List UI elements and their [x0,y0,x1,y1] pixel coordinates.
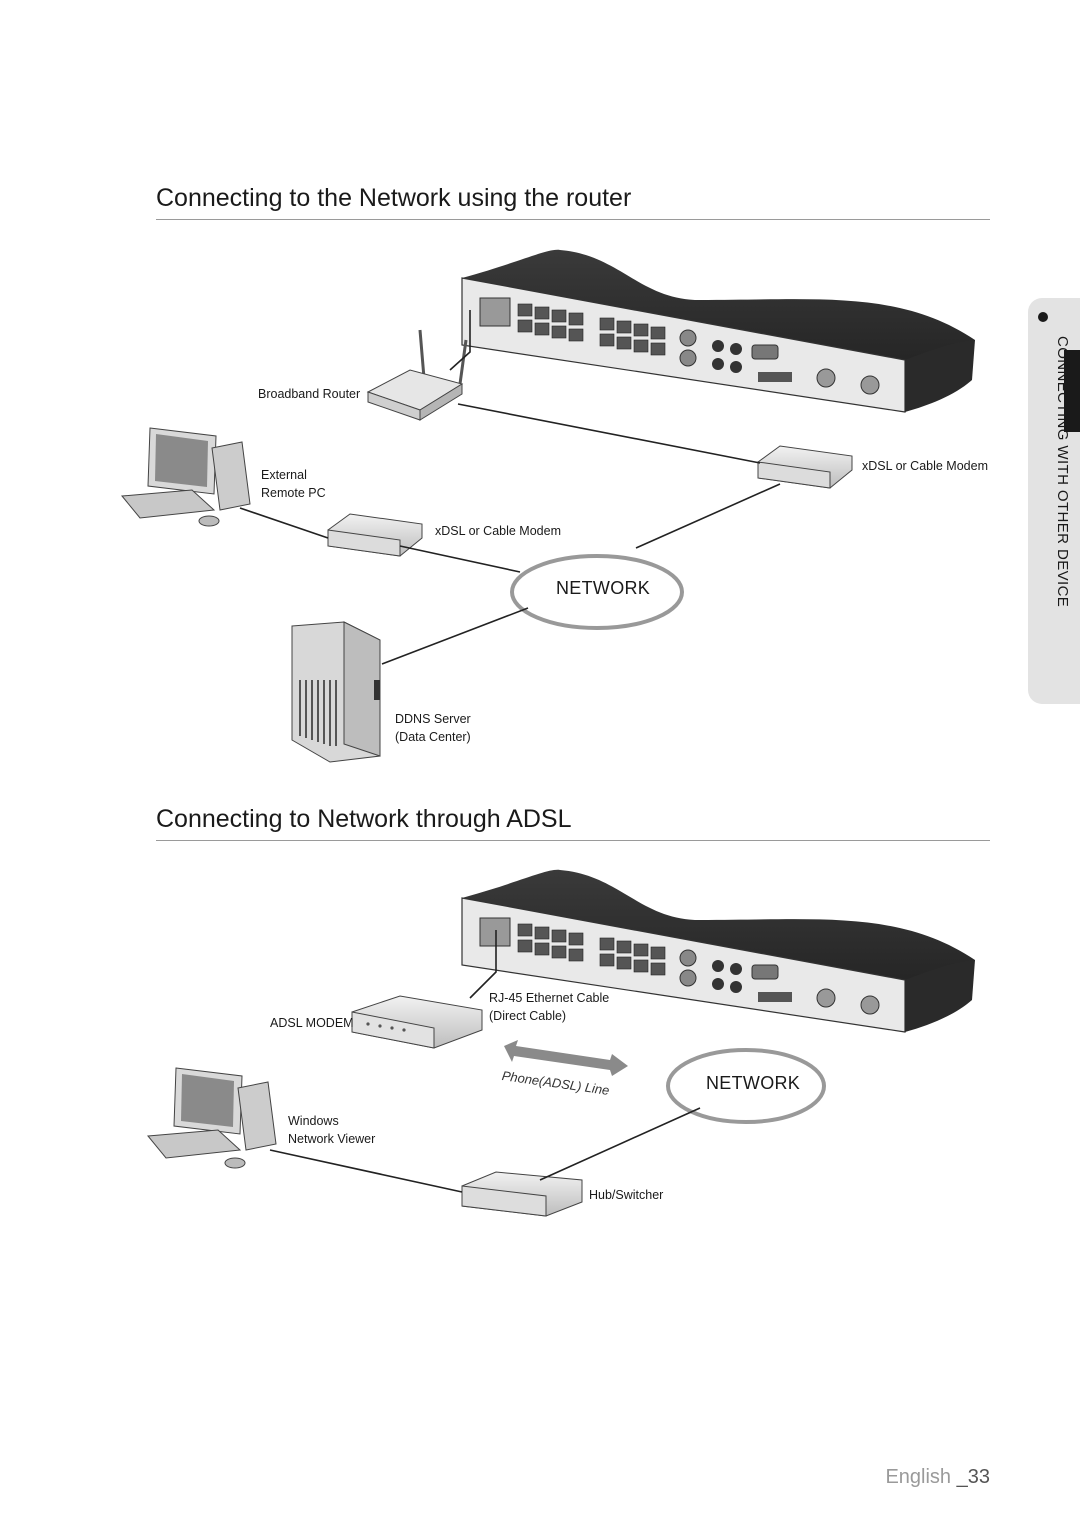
network-label: NETWORK [556,578,651,598]
ddns-label-line1: DDNS Server [395,712,471,726]
external-pc-icon [121,427,251,527]
network-cloud-2 [666,1048,826,1124]
broadband-router-label: Broadband Router [258,387,361,401]
page-number: _33 [956,1466,990,1488]
viewer-label-line1: Windows [288,1114,339,1128]
modem-right-label: xDSL or Cable Modem [862,459,988,473]
dvr-rear-panel [461,249,975,413]
diagram2-connections [269,930,701,1193]
cable-label-line2: (Direct Cable) [489,1009,567,1023]
network-cloud [510,554,684,630]
page-footer: English _33 [885,1466,990,1489]
phone-line-arrow-icon [504,1040,628,1076]
hub-switcher-icon [461,1171,583,1217]
bullet-icon [1038,312,1048,322]
ddns-label-line2: (Data Center) [395,730,471,744]
footer-language: English [885,1466,952,1488]
chapter-tab-marker [1064,350,1080,432]
section-title-adsl: Connecting to Network through ADSL [156,805,990,841]
adsl-modem-icon [351,995,483,1049]
diagram1-connections [239,310,781,665]
external-pc-label-line2: Remote PC [261,486,326,500]
modem-left-label: xDSL or Cable Modem [435,524,561,538]
network-label-2: NETWORK [706,1073,801,1093]
cable-label-line1: RJ-45 Ethernet Cable [489,991,610,1005]
broadband-router-icon [366,329,468,421]
chapter-tab-label: CONNECTING WITH OTHER DEVICE [1054,336,1071,608]
viewer-label-line2: Network Viewer [288,1132,376,1146]
section-title-router: Connecting to the Network using the rout… [156,184,990,220]
dvr-rear-panel-2 [461,869,975,1033]
external-pc-label-line1: External [261,468,307,482]
modem-icon-left [327,513,423,557]
ddns-server-icon [291,621,381,763]
hub-label: Hub/Switcher [589,1188,664,1202]
windows-viewer-pc-icon [147,1067,277,1169]
adsl-modem-label: ADSL MODEM [270,1016,354,1030]
modem-icon-right [757,445,853,489]
